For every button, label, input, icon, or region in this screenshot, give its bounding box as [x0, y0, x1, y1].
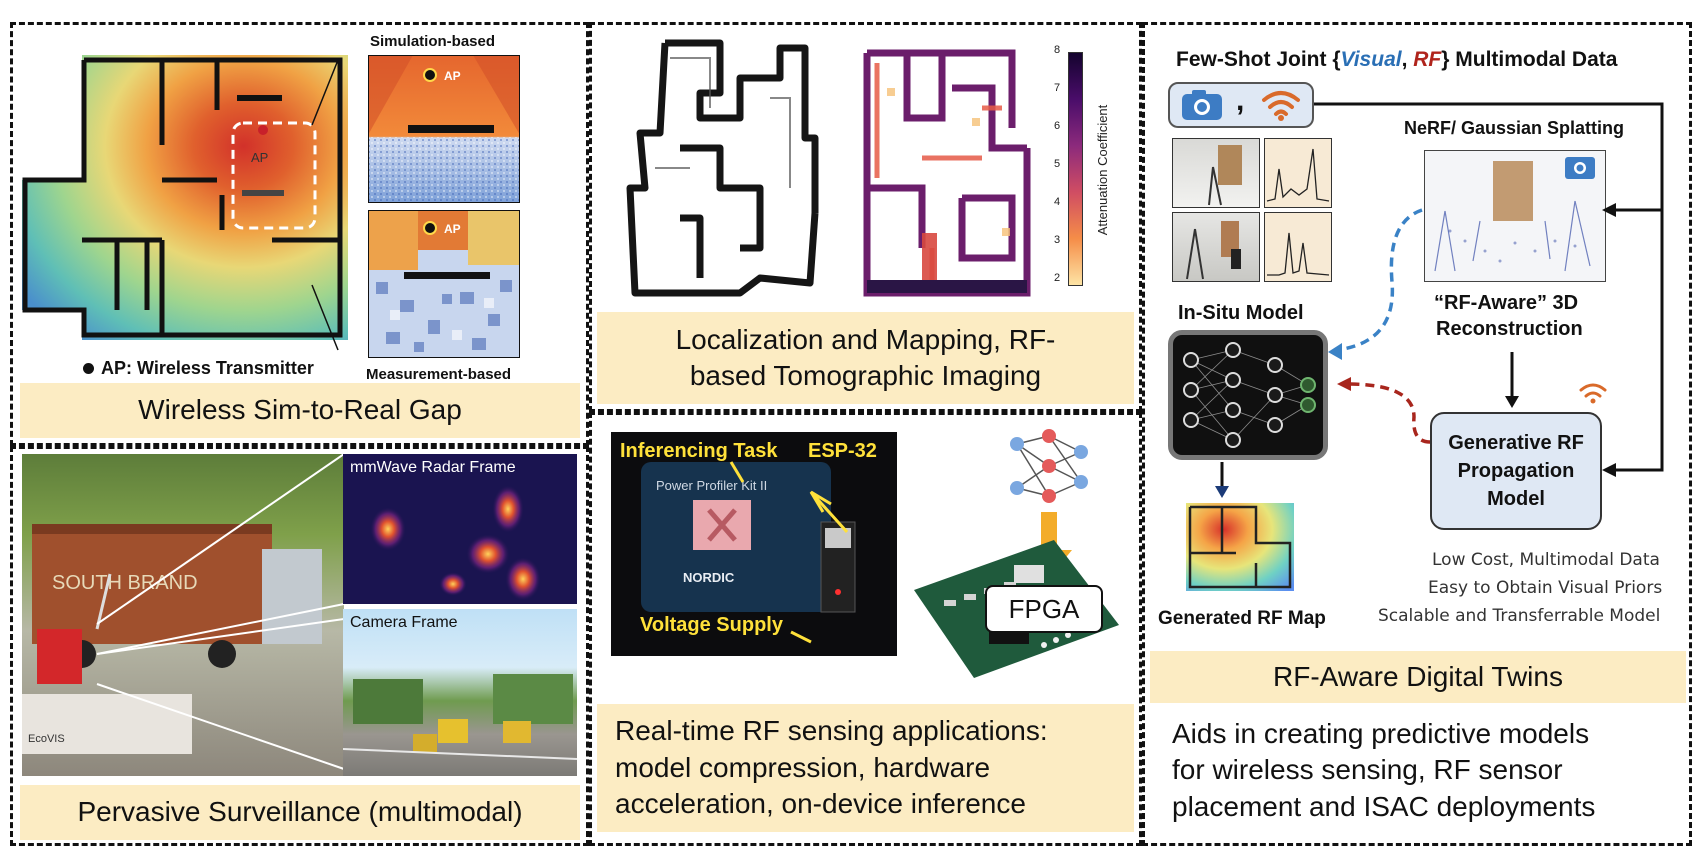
measurement-ap-label: AP	[444, 222, 461, 236]
few-shot-title-suffix: } Multimodal Data	[1441, 48, 1618, 71]
radar-frame	[343, 454, 577, 604]
sample-spectrum-1	[1264, 138, 1332, 208]
sample-photo-1	[1172, 138, 1260, 208]
panel-realtime	[589, 412, 1142, 846]
slam-map	[620, 38, 830, 300]
few-shot-title: Few-Shot Joint {Visual, RF} Multimodal D…	[1176, 48, 1617, 72]
caption-surveillance: Pervasive Surveillance (multimodal)	[20, 785, 580, 840]
simulation-ap-label: AP	[444, 69, 461, 83]
caption-localization-line1: Localization and Mapping, RF-	[675, 323, 1056, 355]
few-shot-title-rf: RF	[1413, 48, 1442, 71]
benefit-2: Easy to Obtain Visual Priors	[1428, 578, 1663, 598]
caption-realtime-line2: model compression, hardware	[615, 751, 991, 783]
truck-text: SOUTH BRAND	[52, 572, 198, 594]
recon-line1: “RF-Aware” 3D	[1434, 292, 1579, 314]
nerf-label: NeRF/ Gaussian Splatting	[1404, 118, 1625, 138]
wifi-icon	[1260, 88, 1302, 122]
input-pill-comma: ,	[1236, 84, 1245, 117]
radar-frame-label: mmWave Radar Frame	[350, 459, 516, 476]
surveillance-connector-lines	[22, 454, 348, 776]
panel-surveillance	[10, 446, 589, 846]
voltage-supply-label: Voltage Supply	[640, 614, 783, 636]
flow-arrows	[1142, 22, 1692, 582]
caption-digital-twins: RF-Aware Digital Twins	[1150, 651, 1686, 703]
zoom-connector-lines	[310, 55, 340, 355]
ap-legend-dot	[83, 363, 94, 374]
fpga-label: FPGA	[1008, 593, 1080, 624]
few-shot-title-prefix: Few-Shot Joint {	[1176, 48, 1341, 71]
caption-sim-to-real: Wireless Sim-to-Real Gap	[20, 383, 580, 438]
simulation-heatmap	[368, 55, 520, 203]
sample-spectrum-2	[1264, 212, 1332, 282]
desc-line3: placement and ISAC deployments	[1172, 790, 1596, 822]
ap-legend-text: AP: Wireless Transmitter	[101, 358, 314, 378]
street-photo: SOUTH BRAND	[22, 454, 344, 776]
gen-rf-wifi-icon	[1578, 380, 1608, 406]
recon-line2: Reconstruction	[1436, 318, 1583, 340]
fpga-label-box: FPGA	[985, 585, 1103, 633]
measurement-label: Measurement-based	[366, 366, 512, 383]
panel-digital-twins	[1142, 22, 1692, 846]
camera-icon	[1180, 88, 1224, 122]
few-shot-title-visual: Visual	[1340, 48, 1402, 71]
colorbar	[1068, 52, 1083, 286]
generated-rf-map-label: Generated RF Map	[1158, 608, 1326, 629]
desc-line2: for wireless sensing, RF sensor	[1172, 754, 1563, 786]
benefit-3: Scalable and Transferrable Model	[1378, 606, 1661, 626]
floorplan-ap-label: AP	[251, 150, 269, 165]
caption-realtime-line1: Real-time RF sensing applications:	[615, 715, 1048, 747]
caption-realtime: Real-time RF sensing applications: model…	[597, 704, 1134, 832]
camera-frame	[343, 609, 577, 776]
device-brand: EcoVIS	[28, 733, 65, 745]
floorplan-heatmap	[22, 55, 348, 340]
digital-twins-description: Aids in creating predictive models for w…	[1172, 716, 1595, 825]
board-title: Power Profiler Kit II	[656, 478, 767, 493]
caption-realtime-line3: acceleration, on-device inference	[615, 788, 1026, 820]
gen-rf-model-box: Generative RF Propagation Model	[1430, 412, 1602, 530]
panel-sim-to-real	[10, 22, 589, 446]
benefit-1: Low Cost, Multimodal Data	[1432, 550, 1660, 570]
panel-localization	[589, 22, 1142, 412]
camera-frame-label: Camera Frame	[350, 614, 458, 631]
colorbar-ticks: 8 7 6 5 4 3 2	[1054, 44, 1061, 284]
neural-network-icon	[1003, 424, 1095, 508]
nerf-reconstruction	[1424, 150, 1606, 282]
measurement-heatmap	[368, 210, 520, 358]
generated-rf-map	[1186, 503, 1294, 591]
gen-rf-line1: Generative RF	[1448, 432, 1584, 454]
esp32-label: ESP-32	[808, 440, 877, 462]
gen-rf-line3: Model	[1487, 488, 1545, 510]
caption-localization-line2: based Tomographic Imaging	[689, 360, 1042, 391]
desc-line1: Aids in creating predictive models	[1172, 718, 1590, 749]
board-brand: NORDIC	[683, 570, 735, 585]
insitu-label: In-Situ Model	[1178, 302, 1304, 324]
tomographic-map	[862, 48, 1032, 298]
few-shot-title-comma: ,	[1401, 48, 1414, 71]
inferencing-task-label: Inferencing Task	[620, 440, 778, 462]
colorbar-label: Attenuation Coefficient	[1095, 104, 1110, 236]
simulation-label: Simulation-based	[370, 33, 496, 50]
power-profiler-photo: Power Profiler Kit II NORDIC	[611, 432, 897, 656]
gen-rf-line2: Propagation	[1457, 460, 1575, 482]
insitu-model-nn	[1168, 330, 1328, 460]
caption-localization: Localization and Mapping, RF- based Tomo…	[597, 312, 1134, 404]
sample-photo-2	[1172, 212, 1260, 282]
